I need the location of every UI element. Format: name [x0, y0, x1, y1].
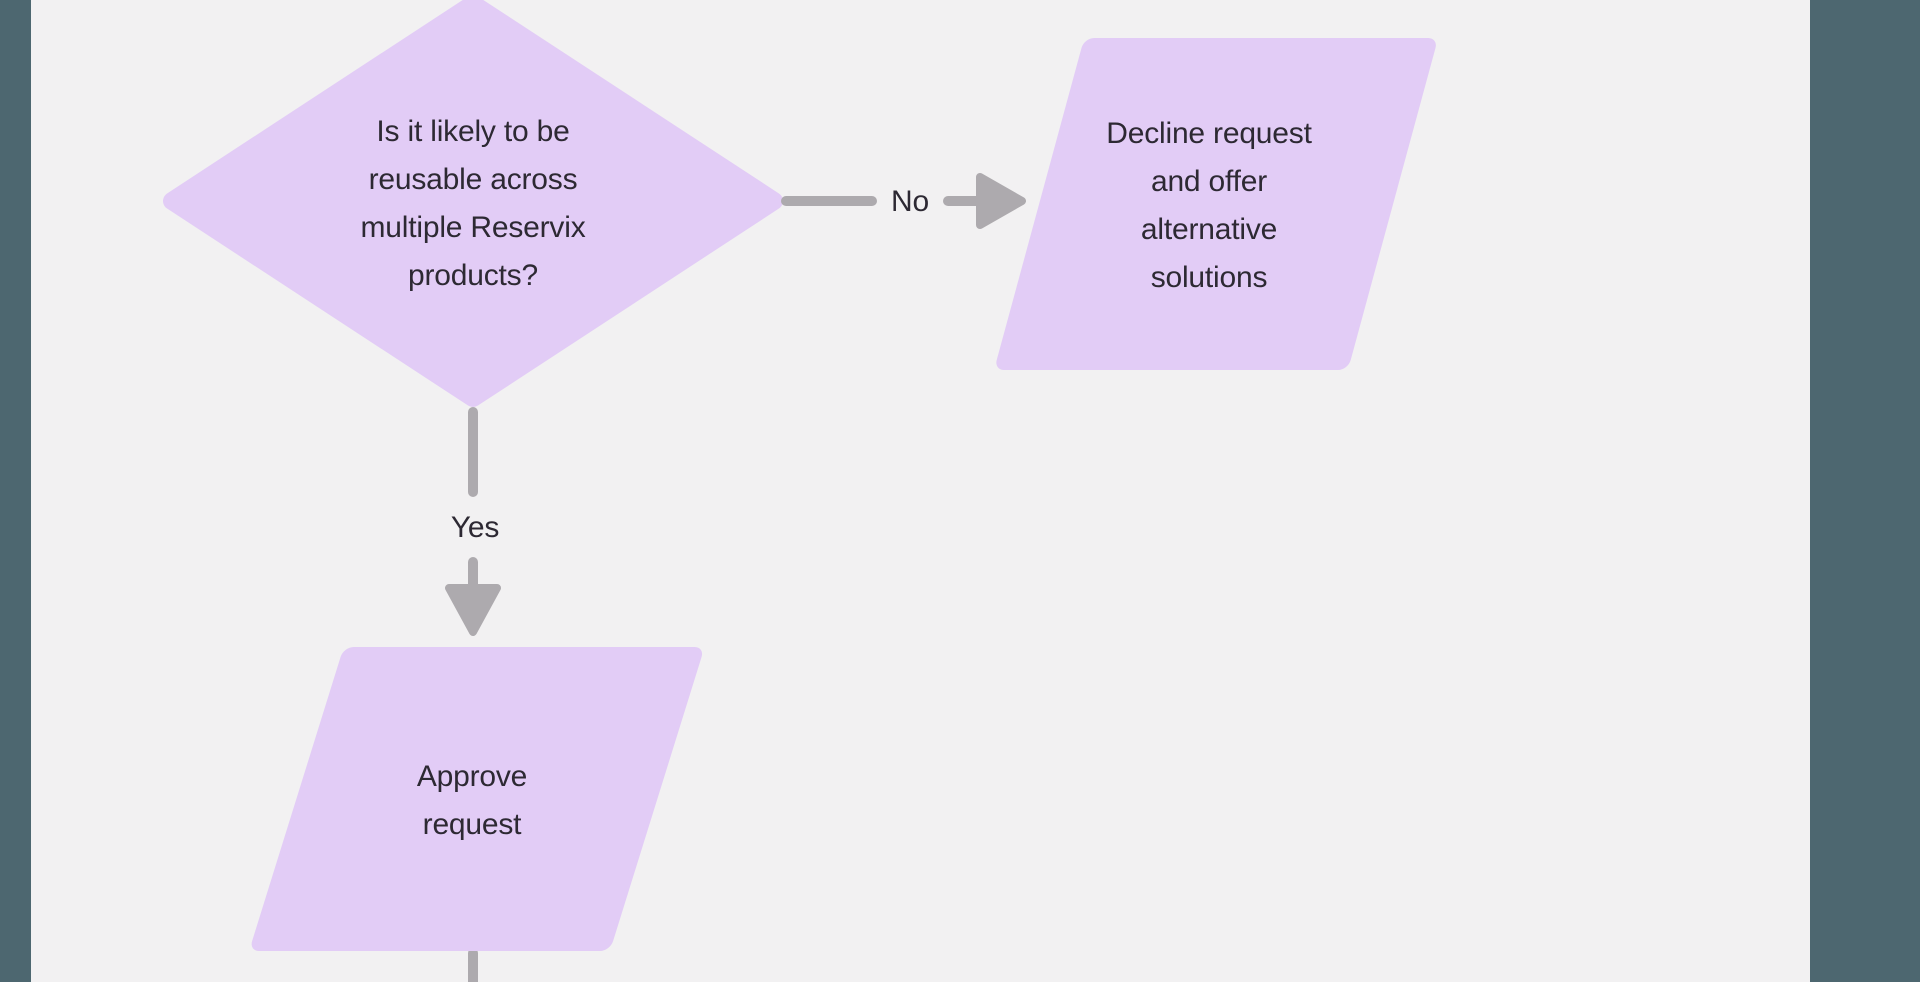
decision-diamond-shape[interactable]	[163, 0, 783, 407]
decision-label-line: products?	[408, 259, 538, 292]
right-app-panel	[1810, 0, 1920, 982]
edge-label-no: No	[891, 185, 929, 218]
decision-label-line: multiple Reservix	[360, 211, 586, 244]
decision-node-label: Is it likely to be reusable across multi…	[223, 108, 723, 300]
approve-label-line: request	[422, 808, 522, 841]
decline-node-label: Decline request and offer alternative so…	[1009, 110, 1409, 302]
decline-label-line: and offer	[1150, 165, 1268, 198]
left-app-panel	[0, 0, 31, 982]
approve-node-label: Approve request	[272, 753, 672, 849]
arrowhead-right-icon	[976, 173, 1026, 229]
decline-label-line: alternative	[1140, 213, 1278, 246]
decision-label-line: Is it likely to be	[376, 115, 570, 148]
approve-label-line: Approve	[416, 760, 528, 793]
arrowhead-down-icon	[445, 584, 501, 636]
edge-label-yes: Yes	[450, 511, 500, 544]
decline-label-line: solutions	[1150, 261, 1268, 294]
decision-label-line: reusable across	[368, 163, 578, 196]
decline-label-line: Decline request	[1106, 117, 1312, 150]
